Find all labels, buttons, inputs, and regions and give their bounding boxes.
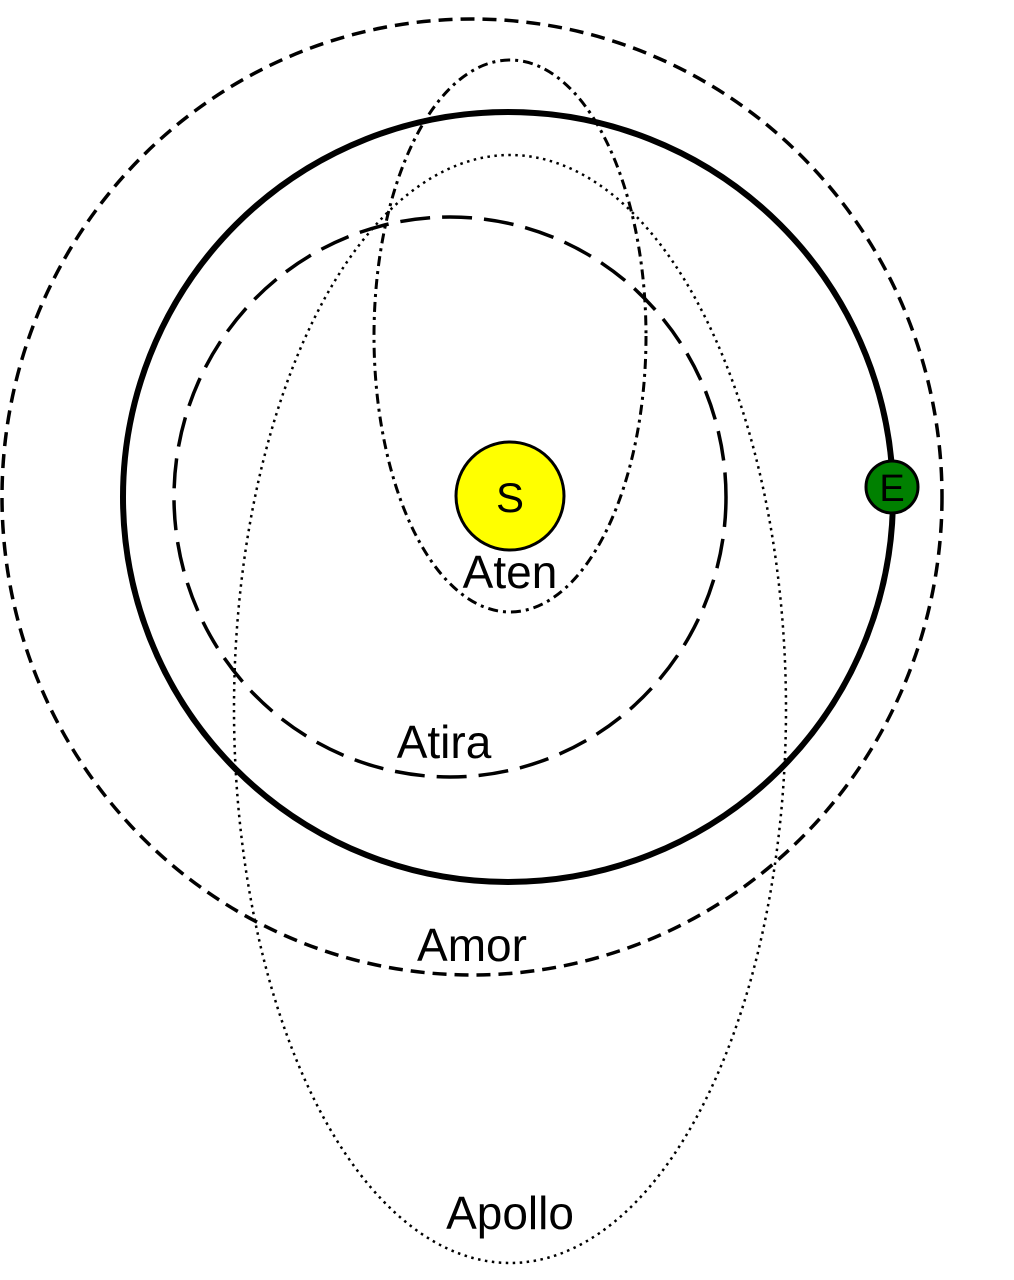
sun: S	[454, 440, 566, 552]
atira-orbit	[172, 215, 728, 779]
earth-disc	[864, 459, 920, 515]
sun-disc	[454, 440, 566, 552]
amor-orbit	[0, 17, 944, 977]
apollo-orbit	[232, 153, 788, 1265]
apollo-label: Apollo	[446, 1187, 574, 1239]
atira-label: Atira	[397, 716, 492, 768]
amor-label: Amor	[417, 919, 527, 971]
sun-label: S	[496, 474, 524, 521]
earth-label: E	[879, 468, 904, 510]
aten-label: Aten	[463, 546, 558, 598]
earth: E	[864, 459, 920, 515]
aten-orbit	[372, 58, 648, 614]
